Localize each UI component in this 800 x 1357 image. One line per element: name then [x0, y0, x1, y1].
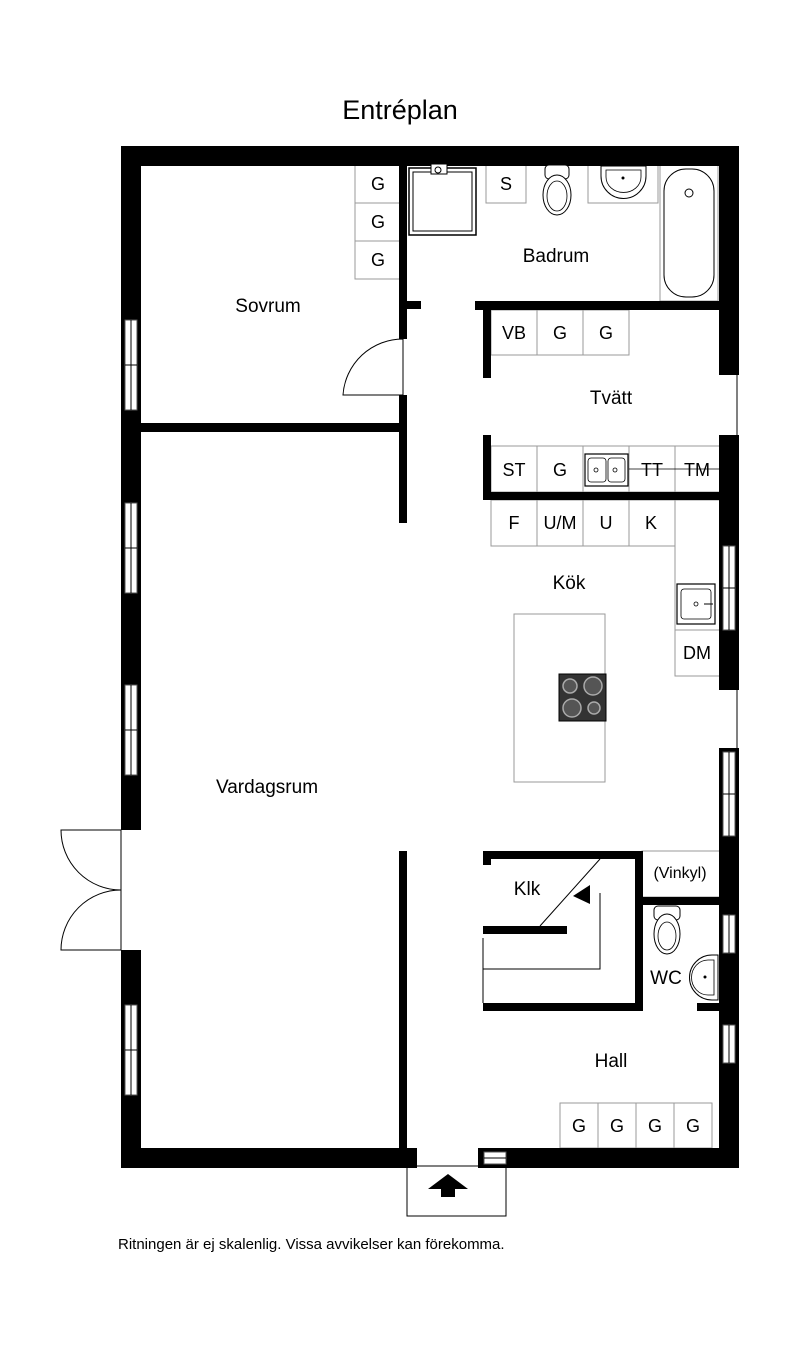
room-label-vinkyl: (Vinkyl) — [653, 865, 706, 882]
fixture-label-vb: VB — [502, 323, 526, 343]
hall-wardrobe-1 — [559, 1102, 599, 1149]
doors — [60, 338, 404, 951]
tvatt-cabinet-g2 — [582, 309, 630, 356]
walls — [121, 146, 739, 1168]
entrance-arrow-icon — [428, 1174, 468, 1197]
fixture-label-g: G — [371, 250, 385, 270]
kok-cabinet-u — [582, 499, 630, 547]
toilet-icon — [542, 164, 572, 216]
fixture-label-k: K — [645, 513, 657, 533]
tvatt-cabinet-g1 — [536, 309, 584, 356]
kok-cabinet-f — [490, 499, 538, 547]
hall-wardrobe-4 — [673, 1102, 713, 1149]
fixture-label-g: G — [610, 1116, 624, 1136]
fixture-label-g: G — [648, 1116, 662, 1136]
fixture-label-s: S — [500, 174, 512, 194]
sovrum-wardrobe-1 — [354, 164, 401, 204]
room-label-klk: Klk — [514, 879, 541, 900]
badrum-cabinet — [485, 164, 527, 204]
room-label-tvatt: Tvätt — [590, 388, 633, 409]
hall-wardrobe-3 — [635, 1102, 675, 1149]
room-label-hall: Hall — [595, 1051, 628, 1072]
entrance-step — [406, 1165, 507, 1217]
fixture-label-st: ST — [502, 460, 525, 480]
fixture-label-u: U — [600, 513, 613, 533]
room-label-kok: Kök — [553, 573, 586, 594]
cooktop-icon — [558, 673, 607, 722]
basin-icon — [600, 165, 647, 199]
bathtub-icon — [663, 168, 715, 298]
sovrum-wardrobe-2 — [354, 202, 401, 242]
laundry-sink-icon — [584, 453, 629, 487]
fixture-label-tt: TT — [641, 460, 663, 480]
fixture-label-g: G — [553, 323, 567, 343]
page-title: Entréplan — [342, 95, 458, 125]
fixture-label-um: U/M — [544, 513, 577, 533]
fixture-label-g: G — [371, 212, 385, 232]
room-label-sovrum: Sovrum — [235, 296, 300, 317]
fixture-label-tm: TM — [684, 460, 710, 480]
room-label-badrum: Badrum — [523, 246, 590, 267]
fixture-label-g: G — [553, 460, 567, 480]
disclaimer-text: Ritningen är ej skalenlig. Vissa avvikel… — [118, 1236, 505, 1253]
stairs-arrow-icon — [573, 885, 590, 904]
fixture-label-f: F — [509, 513, 520, 533]
fixture-label-g: G — [599, 323, 613, 343]
fixture-label-g: G — [371, 174, 385, 194]
wc-toilet-icon — [653, 905, 681, 955]
hall-wardrobe-2 — [597, 1102, 637, 1149]
room-label-vardagsrum: Vardagsrum — [216, 777, 318, 798]
vinkyl-cabinet — [641, 850, 721, 898]
kok-cabinet-um — [536, 499, 584, 547]
fixture-label-g: G — [572, 1116, 586, 1136]
fixture-label-g: G — [686, 1116, 700, 1136]
windows — [120, 319, 738, 1165]
wc-basin-icon — [689, 954, 719, 1001]
stairs — [482, 858, 601, 1003]
shower-icon — [408, 163, 477, 236]
sovrum-wardrobe-3 — [354, 240, 401, 280]
room-label-wc: WC — [650, 968, 682, 989]
kok-cabinet-k — [628, 499, 676, 547]
fixture-label-dm: DM — [683, 643, 711, 663]
kitchen-sink-icon — [676, 583, 716, 625]
